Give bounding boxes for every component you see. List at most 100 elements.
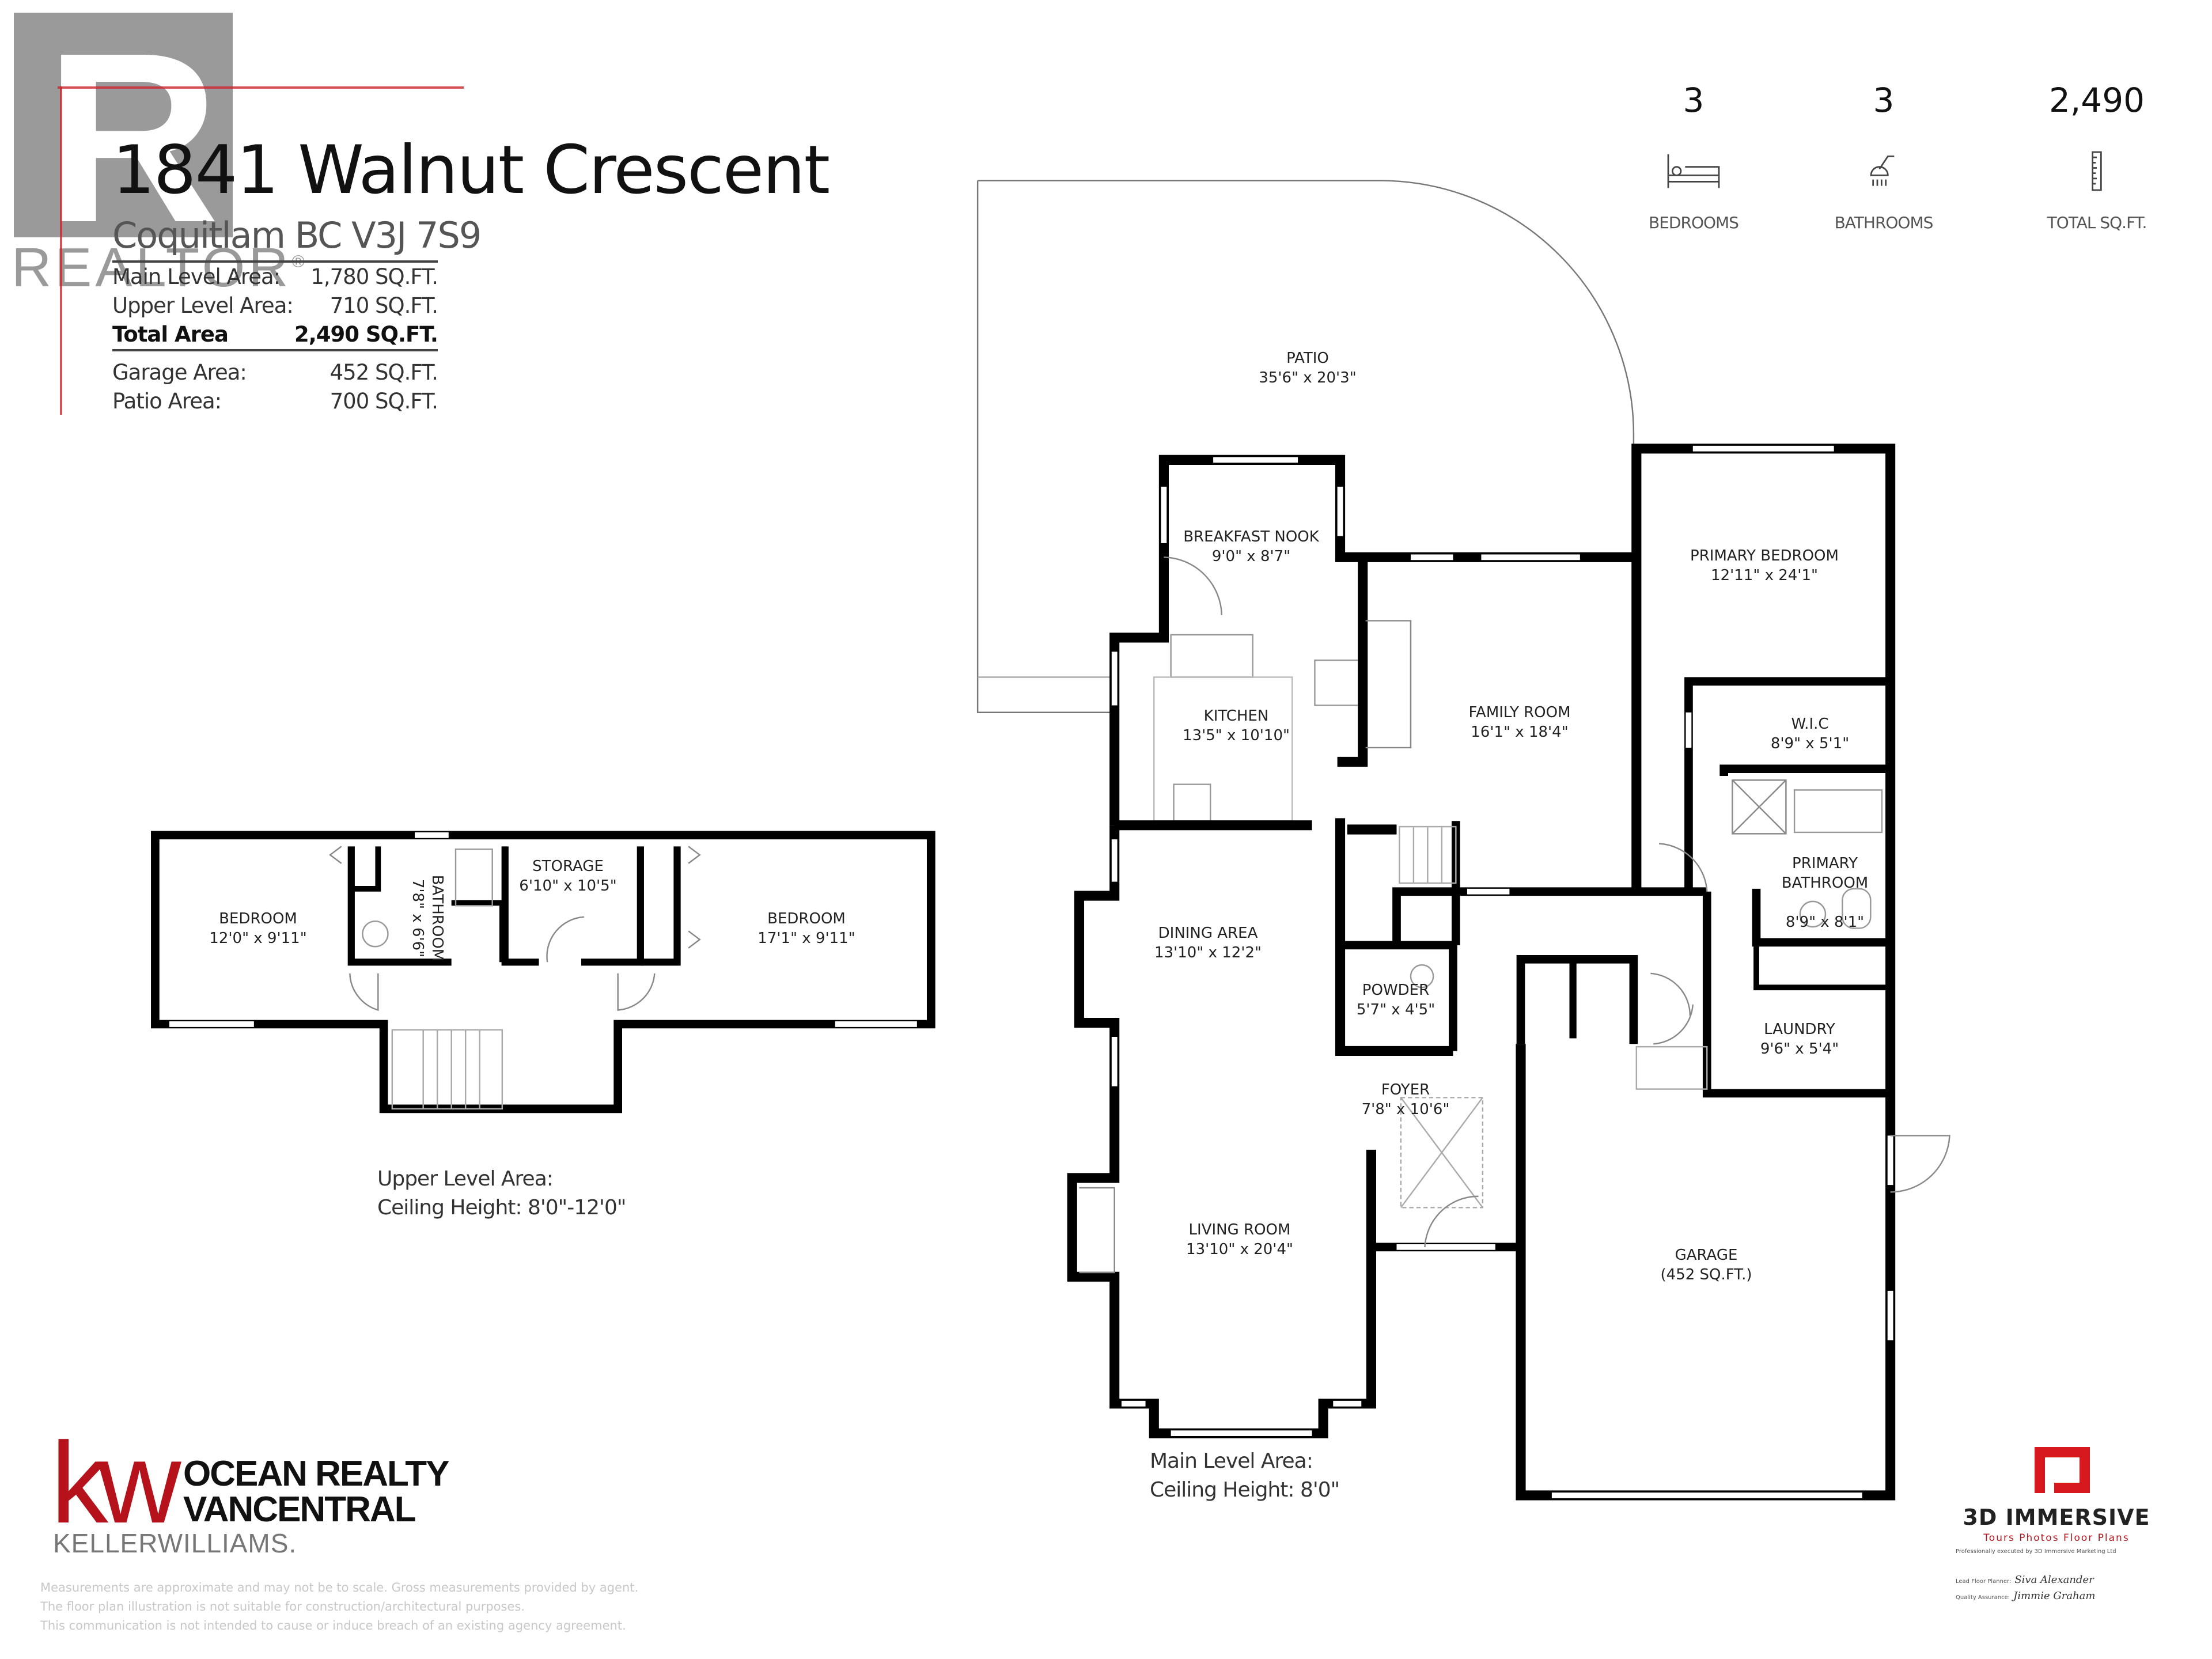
room-upper-bedroom-1: BEDROOM 12'0" x 9'11" [209,909,306,948]
room-name: W.I.C [1791,715,1829,733]
room-dims: 13'5" x 10'10" [1183,727,1290,744]
ruler-icon [2092,151,2102,191]
room-name: LAUNDRY [1764,1021,1835,1038]
upper-level-plan [151,831,935,1113]
3d-immersive-logo-icon [2035,1447,2090,1493]
area-label: Upper Level Area: [112,293,294,318]
room-dims: 17'1" x 9'11" [757,930,855,947]
kw-letters: kw [51,1419,181,1547]
property-address: 1841 Walnut Crescent [112,131,830,209]
room-name: STORAGE [532,858,604,875]
room-dims: 12'11" x 24'1" [1711,567,1818,584]
realtor-r-glyph: R [45,3,220,273]
room-dims: 5'7" x 4'5" [1356,1001,1435,1018]
room-dims: 8'9" x 5'1" [1770,735,1850,752]
property-city: Coquitlam BC V3J 7S9 [112,214,482,256]
stat-total-sqft: 2,490 TOTAL SQ.FT. [2010,81,2183,232]
brokerage-line-1: OCEAN REALTY [183,1454,450,1494]
bed-icon [1667,154,1720,188]
room-name: FOYER [1381,1081,1430,1099]
room-name: POWDER [1362,982,1430,999]
caption-line: Main Level Area: [1150,1449,1313,1473]
room-primary-bedroom: PRIMARY BEDROOM 12'11" x 24'1" [1690,546,1839,585]
producer-name: 3D IMMERSIVE [1963,1505,2150,1530]
room-dims: 13'10" x 20'4" [1186,1241,1293,1258]
shower-icon [1870,155,1895,186]
room-upper-bedroom-2: BEDROOM 17'1" x 9'11" [757,909,855,948]
lead-planner-sig: Siva Alexander [2014,1574,2094,1586]
area-row-main: Main Level Area: 1,780 SQ.FT. [112,263,438,291]
area-row-upper: Upper Level Area: 710 SQ.FT. [112,291,438,320]
room-name: KITCHEN [1203,707,1269,725]
room-dims: (452 SQ.FT.) [1660,1266,1752,1283]
disclaimer-text: Measurements are approximate and may not… [40,1578,662,1635]
room-kitchen: KITCHEN 13'5" x 10'10" [1183,706,1290,745]
room-upper-storage: STORAGE 6'10" x 10'5" [519,857,616,896]
room-garage: GARAGE (452 SQ.FT.) [1661,1245,1752,1285]
area-label: Patio Area: [112,389,222,414]
room-name: PATIO [1286,350,1329,367]
room-primary-bathroom: PRIMARY BATHROOM 8'9" x 8'1" [1782,834,1868,952]
room-dims: 8'9" x 8'1" [1785,914,1865,931]
accent-line-horizontal [58,86,464,89]
room-name: BREAKFAST NOOK [1183,528,1319,546]
realtor-word: REALTOR [12,237,292,298]
area-row-patio: Patio Area: 700 SQ.FT. [112,387,438,416]
room-patio: PATIO 35'6" x 20'3" [1259,349,1356,388]
brokerage-office-name: OCEAN REALTY VANCENTRAL [183,1454,450,1529]
upper-level-caption: Upper Level Area: Ceiling Height: 8'0"-1… [377,1165,626,1222]
room-name: GARAGE [1675,1247,1738,1264]
area-value: 452 SQ.FT. [329,360,438,385]
room-laundry: LAUNDRY 9'6" x 5'4" [1760,1020,1839,1059]
room-upper-bathroom: BATHROOM 7'8" x 6'6" [408,875,447,961]
room-dims: 7'8" x 6'6" [409,878,426,958]
room-name: LIVING ROOM [1188,1221,1291,1238]
room-dining-area: DINING AREA 13'10" x 12'2" [1154,923,1262,963]
area-summary-table: Main Level Area: 1,780 SQ.FT. Upper Leve… [112,260,438,416]
room-breakfast-nook: BREAKFAST NOOK 9'0" x 8'7" [1183,527,1319,566]
area-row-total: Total Area 2,490 SQ.FT. [112,320,438,351]
stat-value: 3 [1683,81,1705,120]
room-dims: 9'0" x 8'7" [1211,548,1291,565]
main-level-plan [976,180,1950,1501]
area-value: 1,780 SQ.FT. [310,264,438,289]
room-name: FAMILY ROOM [1468,704,1571,721]
room-powder: POWDER 5'7" x 4'5" [1357,980,1435,1020]
room-dims: 35'6" x 20'3" [1259,369,1357,387]
realtor-wordmark: REALTOR® [12,236,308,300]
main-level-caption: Main Level Area: Ceiling Height: 8'0" [1150,1447,1340,1505]
room-name: BATHROOM [429,874,446,962]
room-living-room: LIVING ROOM 13'10" x 20'4" [1186,1220,1293,1259]
area-value: 2,490 SQ.FT. [294,322,438,347]
room-dims: 12'0" x 9'11" [209,930,307,947]
area-label: Garage Area: [112,360,247,385]
stat-bathrooms: 3 BATHROOMS [1797,81,1970,232]
room-dims: 7'8" x 10'6" [1361,1101,1450,1118]
area-value: 700 SQ.FT. [329,389,438,414]
room-foyer: FOYER 7'8" x 10'6" [1362,1080,1450,1119]
realtor-logo-mark: R [14,3,233,273]
disclaimer-line: Measurements are approximate and may not… [40,1581,639,1594]
stat-label: BEDROOMS [1649,213,1739,232]
qa-signature: Quality Assurance:Jimmie Graham [1956,1590,2095,1602]
room-dims: 16'1" x 18'4" [1471,724,1569,741]
area-value: 710 SQ.FT. [329,293,438,318]
room-dims: 13'10" x 12'2" [1154,944,1262,961]
qa-label: Quality Assurance: [1956,1594,2010,1601]
stat-value: 3 [1873,81,1895,120]
disclaimer-line: This communication is not intended to ca… [40,1619,626,1633]
producer-credit: Professionally executed by 3D Immersive … [1956,1548,2116,1555]
lead-planner-signature: Lead Floor Planner:Siva Alexander [1956,1574,2094,1586]
room-dims: 6'10" x 10'5" [519,877,617,895]
area-row-garage: Garage Area: 452 SQ.FT. [112,358,438,387]
caption-line: Ceiling Height: 8'0" [1150,1478,1340,1502]
brokerage-line-2: VANCENTRAL [183,1490,416,1529]
caption-line: Ceiling Height: 8'0"-12'0" [377,1196,626,1219]
qa-sig: Jimmie Graham [2013,1590,2096,1602]
room-name: PRIMARY BEDROOM [1690,547,1839,565]
stat-value: 2,490 [2048,81,2145,120]
room-name: BEDROOM [767,910,846,927]
producer-tagline: Tours Photos Floor Plans [1983,1532,2130,1544]
room-name: BEDROOM [219,910,297,927]
